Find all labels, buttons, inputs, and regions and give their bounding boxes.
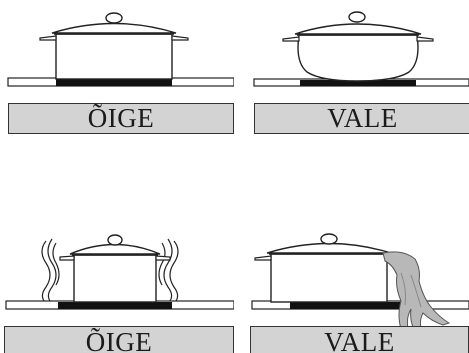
caption-correct: ÕIGE — [4, 326, 234, 353]
panel-correct-lid-heat: ÕIGE — [0, 177, 234, 353]
cooking-pot-icon — [40, 13, 188, 79]
panel-correct-flat-pot: ÕIGE — [0, 0, 234, 176]
pot-on-hob-illustration — [0, 0, 234, 176]
boil-over-icon — [383, 252, 449, 337]
pot-on-hob-illustration — [235, 0, 469, 176]
caption-wrong: VALE — [254, 103, 469, 134]
caption-wrong: VALE — [250, 326, 469, 353]
cooking-pot-icon — [60, 235, 170, 302]
panel-wrong-curved-pot: VALE — [235, 0, 469, 176]
cooking-pot-icon — [255, 234, 391, 302]
cooking-pot-icon — [283, 12, 433, 81]
panel-wrong-boil-over: VALE — [235, 177, 469, 353]
caption-correct: ÕIGE — [8, 103, 234, 134]
